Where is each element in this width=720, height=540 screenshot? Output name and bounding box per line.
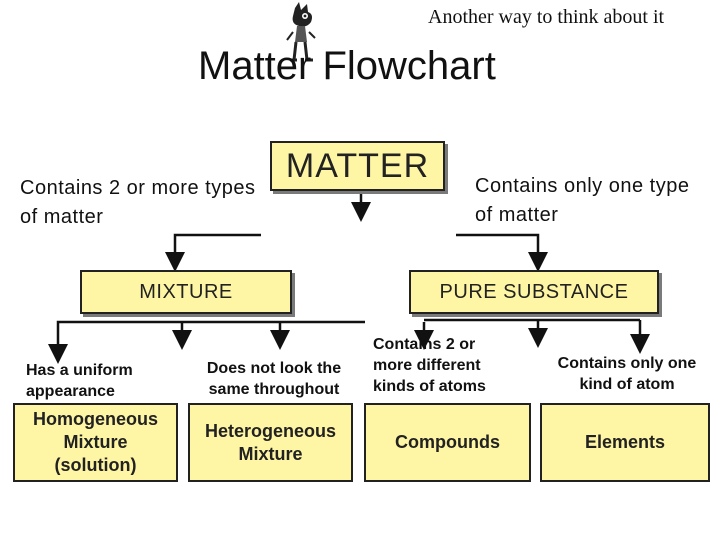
heterogeneous-mixture-box: Heterogeneous Mixture	[188, 403, 353, 482]
slide-subtitle: Another way to think about it	[428, 6, 665, 28]
compounds-box: Compounds	[364, 403, 531, 482]
homogeneous-description: Has a uniform appearance	[26, 362, 133, 400]
mixture-note: Contains 2 or more types of matter	[20, 177, 256, 228]
pure-substance-box: PURE SUBSTANCE	[409, 270, 659, 314]
elements-box: Elements	[540, 403, 710, 482]
mixture-children-line	[56, 320, 365, 352]
pure-branch-line	[456, 233, 548, 272]
heterogeneous-description: Does not look the same throughout	[206, 360, 342, 398]
homogeneous-mixture-box: Homogeneous Mixture (solution)	[13, 403, 178, 482]
matter-box: MATTER	[270, 141, 445, 191]
mixture-branch-line	[165, 233, 261, 272]
compounds-description: Contains 2 or more different kinds of at…	[373, 336, 486, 395]
pure-note: Contains only one type of matter	[475, 175, 690, 226]
mixture-box: MIXTURE	[80, 270, 292, 314]
elements-description: Contains only one kind of atom	[557, 355, 697, 393]
cartoon-character-icon	[286, 2, 316, 62]
slide-title: Matter Flowchart	[198, 44, 496, 88]
